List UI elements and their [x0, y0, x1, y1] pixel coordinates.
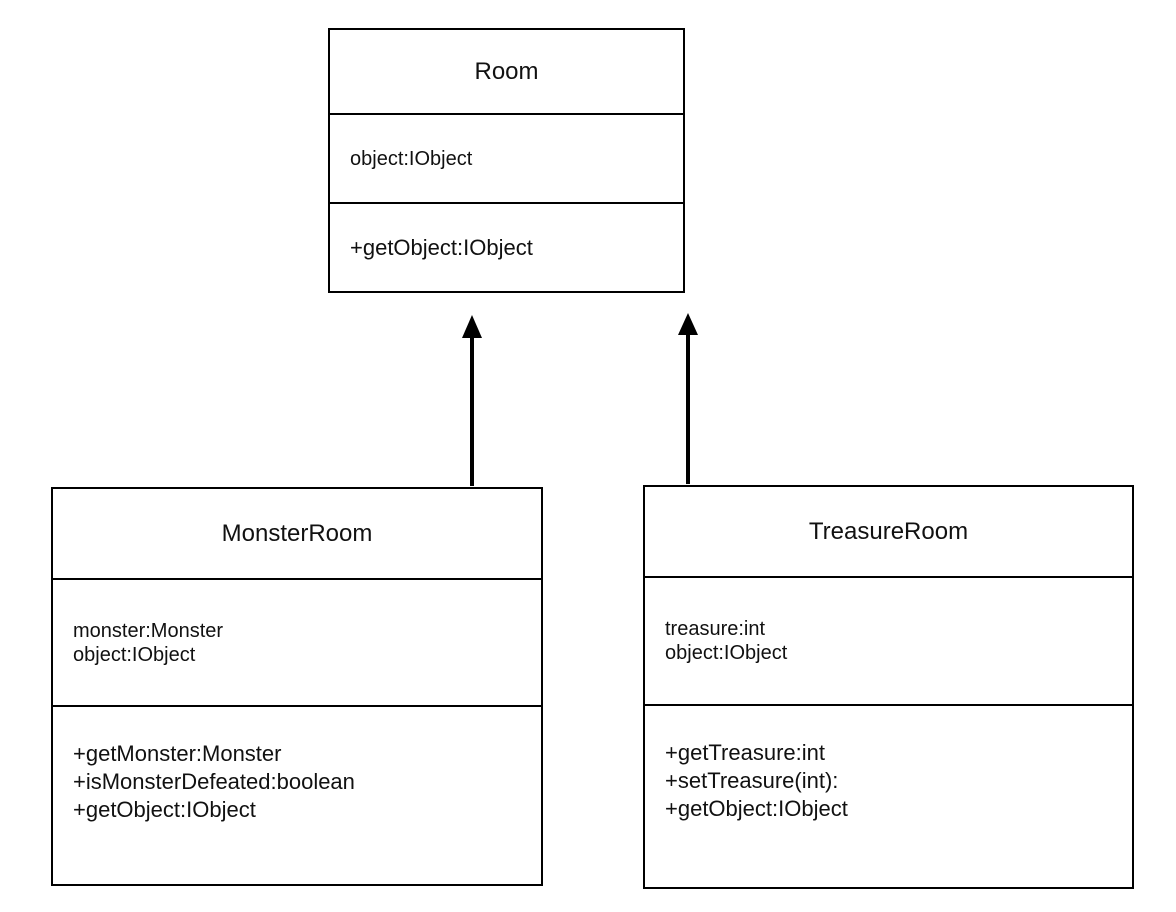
- monster-room-methods: +getMonster:Monster +isMonsterDefeated:b…: [53, 707, 541, 884]
- treasure-room-method: +setTreasure(int):: [665, 768, 839, 793]
- room-class-name: Room: [330, 30, 683, 115]
- arrowhead-icon: [678, 313, 698, 335]
- monster-room-attributes: monster:Monster object:IObject: [53, 580, 541, 707]
- treasure-room-method: +getTreasure:int: [665, 740, 825, 765]
- treasure-room-class-box[interactable]: TreasureRoom treasure:int object:IObject…: [643, 485, 1134, 889]
- monster-room-method: +isMonsterDefeated:boolean: [73, 769, 355, 794]
- room-attribute: object:IObject: [350, 147, 473, 170]
- room-methods: +getObject:IObject: [330, 204, 683, 291]
- monster-room-attribute: object:IObject: [73, 643, 196, 666]
- treasure-room-class-name: TreasureRoom: [645, 487, 1132, 578]
- monster-room-attribute: monster:Monster: [73, 619, 224, 642]
- monster-room-class-name: MonsterRoom: [53, 489, 541, 580]
- treasure-room-attributes: treasure:int object:IObject: [645, 578, 1132, 706]
- treasure-room-method: +getObject:IObject: [665, 796, 848, 821]
- room-class-box[interactable]: Room object:IObject +getObject:IObject: [328, 28, 685, 293]
- room-attributes: object:IObject: [330, 115, 683, 204]
- treasure-room-attribute: treasure:int: [665, 618, 766, 640]
- monster-room-method: +getObject:IObject: [73, 797, 256, 822]
- monster-room-class-box[interactable]: MonsterRoom monster:Monster object:IObje…: [51, 487, 543, 886]
- room-method: +getObject:IObject: [350, 234, 533, 260]
- arrowhead-icon: [462, 315, 482, 338]
- treasure-room-to-room-arrow[interactable]: [678, 313, 698, 484]
- monster-room-to-room-arrow[interactable]: [462, 315, 482, 486]
- treasure-room-attribute: object:IObject: [665, 642, 788, 664]
- treasure-room-methods: +getTreasure:int +setTreasure(int): +get…: [645, 706, 1132, 887]
- monster-room-method: +getMonster:Monster: [73, 741, 282, 766]
